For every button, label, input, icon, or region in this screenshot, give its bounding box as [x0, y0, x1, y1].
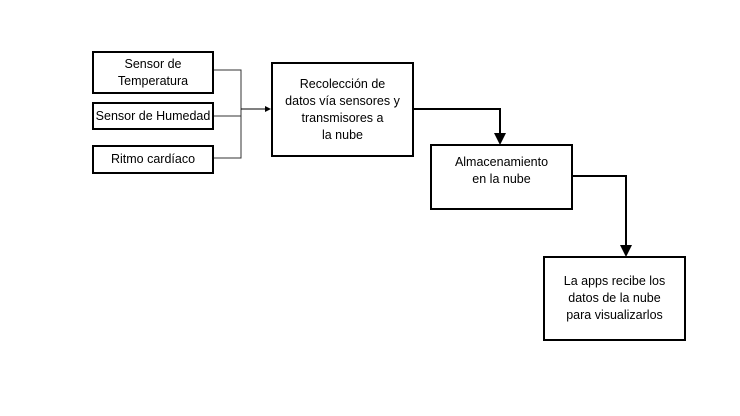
arrow-to-storage — [413, 108, 506, 145]
step-box-app: La apps recibe los datos de la nube para… — [543, 256, 686, 341]
connector-temperature — [213, 69, 242, 109]
input-box-heart-rate: Ritmo cardíaco — [92, 145, 214, 174]
connector-heart-rate — [213, 109, 242, 159]
step-label-storage: Almacenamiento en la nube — [454, 155, 549, 186]
step-box-collection: Recolección de datos vía sensores y tran… — [271, 62, 414, 157]
input-box-temperature: Sensor de Temperatura — [92, 51, 214, 94]
input-label-humidity: Sensor de Humedad — [95, 108, 211, 123]
step-label-collection: Recolección de datos vía sensores y tran… — [285, 76, 400, 142]
input-label-heart-rate: Ritmo cardíaco — [110, 152, 196, 166]
input-box-humidity: Sensor de Humedad — [92, 102, 214, 130]
arrow-to-app — [572, 175, 632, 257]
step-box-storage: Almacenamiento en la nube — [430, 144, 573, 210]
step-label-app: La apps recibe los datos de la nube para… — [563, 274, 666, 322]
input-label-temperature: Sensor de Temperatura — [117, 56, 189, 88]
